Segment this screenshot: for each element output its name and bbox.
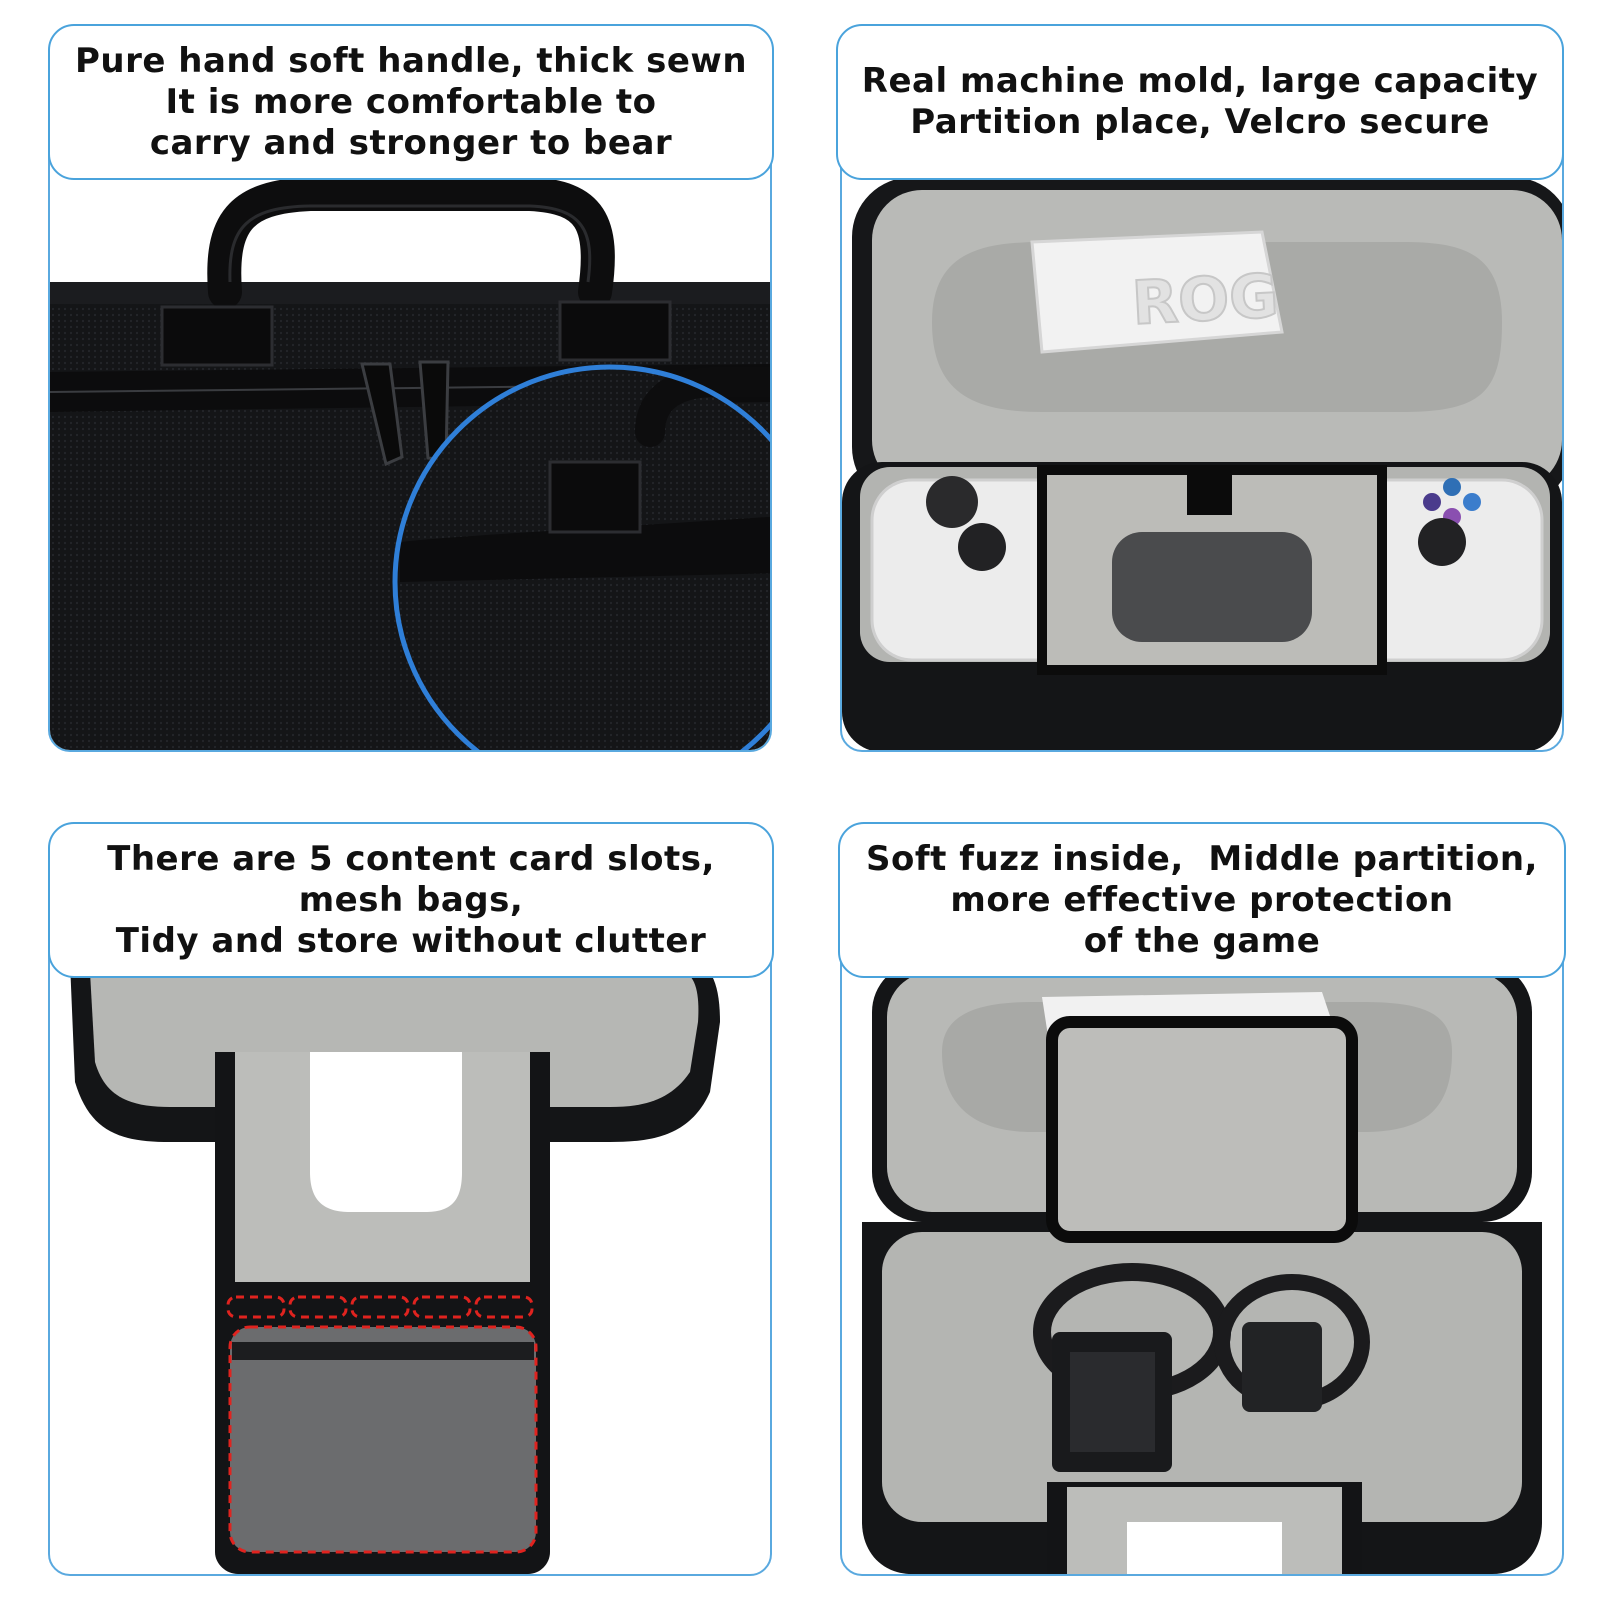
- rog-logo-text: ROG: [1130, 261, 1280, 339]
- zipper-pull-1: [360, 362, 404, 467]
- caption-line: of the game: [1083, 920, 1321, 961]
- charger-accessories: [1033, 1263, 1370, 1472]
- card-slots-photo: [70, 962, 720, 1574]
- caption-partition: Soft fuzz inside, Middle partition, more…: [838, 822, 1566, 978]
- handle-strap-left: [160, 305, 274, 367]
- handle: [207, 177, 615, 309]
- caption-line: It is more comfortable to: [165, 81, 657, 122]
- caption-line: Pure hand soft handle, thick sewn: [74, 40, 748, 81]
- upper-partition: [1046, 1016, 1358, 1243]
- panel-handle: [48, 100, 772, 752]
- card-slots: [226, 1295, 534, 1319]
- caption-line: Real machine mold, large capacity: [861, 61, 1539, 101]
- partition-photo: [862, 962, 1542, 1574]
- panel-partition: [840, 900, 1564, 1576]
- caption-line: carry and stronger to bear: [149, 122, 673, 163]
- caption-line: There are 5 content card slots,: [107, 838, 715, 879]
- caption-line: mesh bags,: [298, 879, 524, 920]
- panel-console: ROG: [840, 100, 1564, 752]
- mesh-bag: [228, 1325, 538, 1554]
- caption-handle: Pure hand soft handle, thick sewn It is …: [48, 24, 774, 180]
- caption-line: Partition place, Velcro secure: [910, 102, 1490, 142]
- panel-card-slots: [48, 900, 772, 1576]
- mesh-pocket: [1112, 532, 1312, 642]
- caption-line: Soft fuzz inside, Middle partition,: [866, 838, 1538, 879]
- caption-line: more effective protection: [950, 879, 1454, 920]
- magnifier-circle: [392, 364, 770, 750]
- caption-console: Real machine mold, large capacity Partit…: [836, 24, 1564, 180]
- console-case-photo: ROG: [842, 177, 1562, 750]
- rog-stand: ROG: [1030, 230, 1284, 354]
- caption-card-slots: There are 5 content card slots, mesh bag…: [48, 822, 774, 978]
- handle-photo: [50, 177, 770, 750]
- handle-strap-right: [558, 300, 672, 362]
- velcro-tab: [1187, 470, 1232, 515]
- caption-line: Tidy and store without clutter: [115, 920, 707, 961]
